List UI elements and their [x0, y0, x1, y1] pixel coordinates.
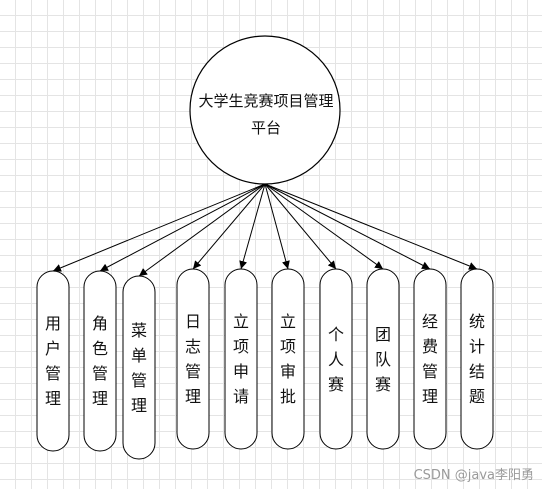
edge-8: [264, 183, 384, 270]
child-node-8: [366, 268, 400, 450]
edge-1: [52, 183, 266, 272]
child-node-label-7: 个人赛: [327, 324, 344, 394]
edge-10: [264, 183, 478, 270]
child-node-10: [460, 268, 494, 450]
child-node-2: [83, 270, 117, 452]
child-node-6: [271, 268, 305, 450]
edges-group: [52, 183, 478, 277]
child-node-label-8: 团队赛: [374, 324, 391, 394]
child-node-label-2: 角色管理: [91, 314, 108, 408]
child-node-5: [224, 268, 258, 450]
nodes-group: [36, 268, 494, 460]
child-node-1: [36, 270, 70, 452]
child-node-label-1: 用户管理: [44, 314, 61, 408]
child-node-label-6: 立项审批: [279, 312, 296, 406]
root-node-label: 大学生竞赛项目管理平台: [198, 92, 334, 137]
edge-3: [138, 183, 266, 277]
child-node-4: [176, 268, 210, 450]
edge-5: [239, 183, 266, 270]
child-node-label-3: 菜单管理: [130, 320, 147, 415]
edge-6: [264, 183, 290, 270]
edge-4: [192, 183, 266, 270]
child-node-7: [319, 268, 353, 450]
child-node-9: [413, 268, 447, 450]
child-node-label-4: 日志管理: [184, 312, 201, 406]
watermark: CSDN @java李阳勇: [413, 468, 534, 483]
edge-2: [99, 183, 266, 272]
child-node-label-9: 经费管理: [421, 312, 438, 406]
child-node-3: [122, 275, 156, 460]
edge-7: [264, 183, 337, 270]
edge-9: [264, 183, 431, 270]
child-node-label-10: 统计结题: [468, 312, 485, 406]
root-node-circle: [189, 35, 341, 185]
child-node-label-5: 立项申请: [232, 312, 249, 406]
